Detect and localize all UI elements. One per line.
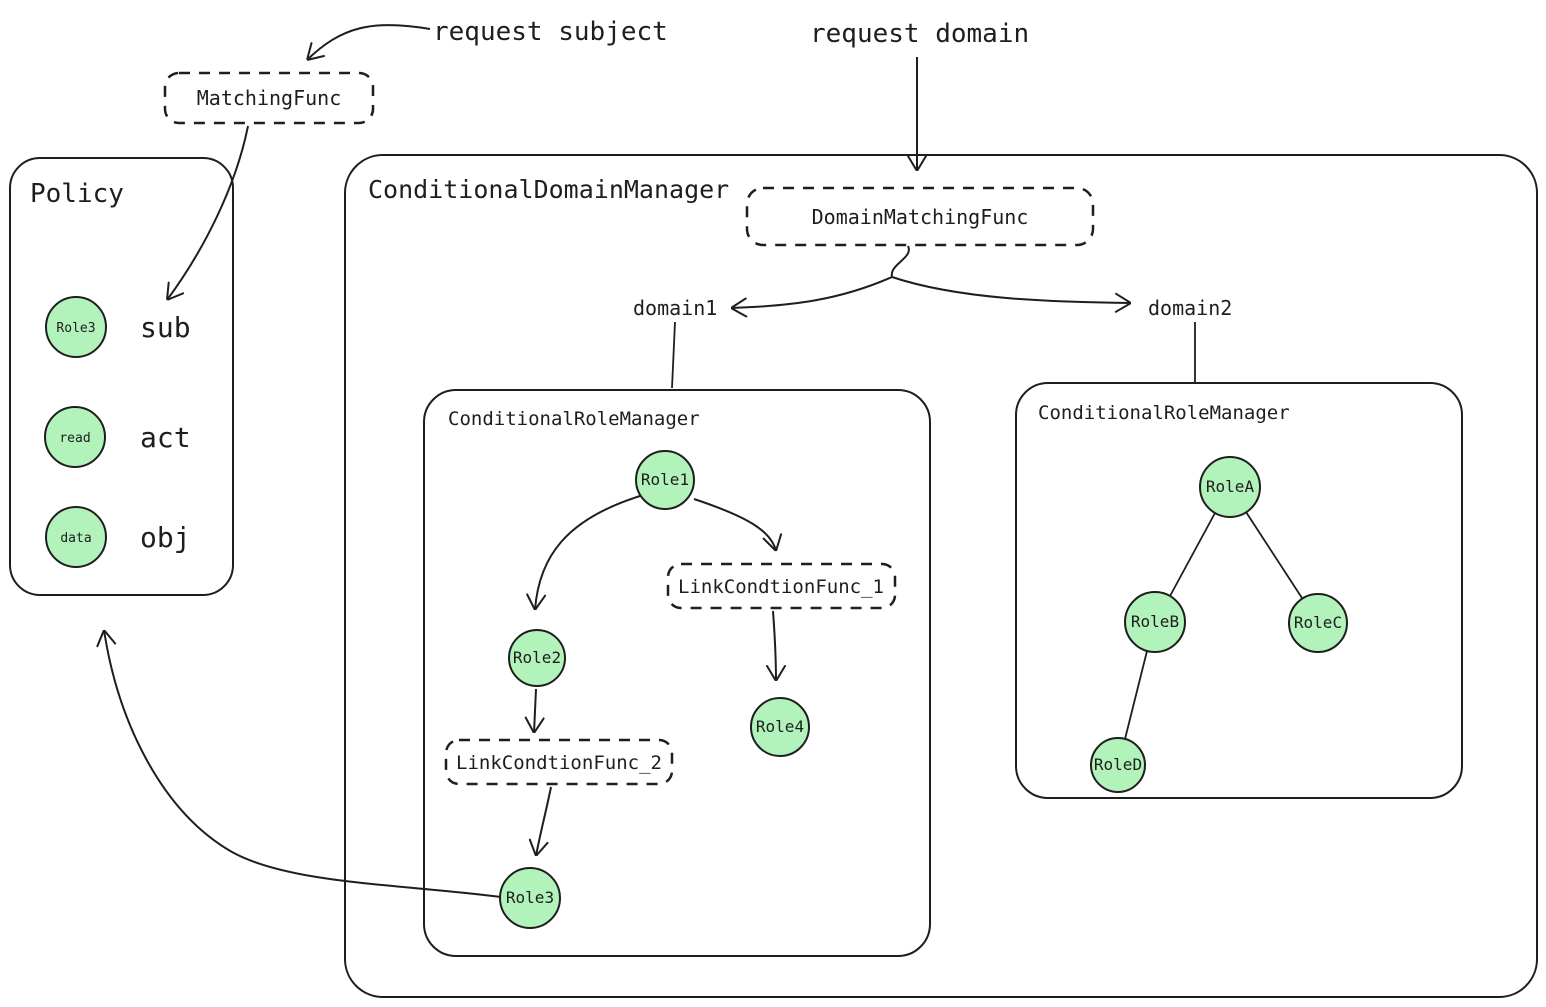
matching-func-label: MatchingFunc	[197, 86, 342, 110]
domain-matching-func-label: DomainMatchingFunc	[812, 205, 1029, 229]
policy-node-data	[45, 506, 107, 568]
edge-role1-to-linkcondtionfunc1	[693, 498, 776, 551]
arrow-matchingfunc-to-policy-sub	[167, 125, 249, 300]
link-condtion-func-2-label: LinkCondtionFunc_2	[456, 752, 662, 774]
conditional-domain-manager-title: ConditionalDomainManager	[368, 175, 729, 204]
line-domain1-to-rolemanager	[671, 321, 676, 389]
policy-attr-obj: obj	[140, 521, 191, 554]
edge-linkcondtionfunc2-to-role3	[536, 786, 552, 856]
node-role1	[635, 450, 695, 510]
policy-box	[9, 157, 234, 596]
link-condtion-func-1-box	[666, 562, 897, 610]
policy-attr-sub: sub	[140, 311, 191, 344]
edge-rolea-to-rolec	[1245, 511, 1303, 599]
policy-node-role3-label: Role3	[56, 321, 95, 336]
domain2-label: domain2	[1148, 296, 1232, 320]
edge-role2-to-linkcondtionfunc2	[534, 688, 536, 733]
node-role2	[508, 629, 566, 687]
edge-linkcondtionfunc1-to-role4	[773, 610, 776, 681]
node-rolec-label: RoleC	[1294, 613, 1342, 632]
domain1-label: domain1	[633, 296, 717, 320]
arrow-to-domain2	[891, 276, 1131, 303]
edge-roleb-to-roled	[1124, 650, 1148, 740]
edge-role1-to-role2	[535, 495, 641, 610]
policy-attr-act: act	[140, 421, 191, 454]
role-manager-domain2-title: ConditionalRoleManager	[1038, 402, 1290, 424]
node-rolea-label: RoleA	[1206, 477, 1255, 496]
edge-rolea-to-roleb	[1169, 512, 1216, 597]
policy-node-role3	[45, 296, 107, 358]
domain-split-stem	[890, 245, 910, 278]
node-rolea	[1199, 456, 1261, 518]
node-role4	[750, 697, 810, 757]
link-condtion-func-1-label: LinkCondtionFunc_1	[678, 576, 884, 598]
node-role1-label: Role1	[641, 470, 689, 489]
node-rolec	[1288, 593, 1348, 653]
request-subject-label: request subject	[433, 17, 668, 47]
conditional-domain-manager-box	[344, 154, 1538, 998]
node-roleb-label: RoleB	[1131, 612, 1179, 631]
node-role3-label: Role3	[506, 888, 554, 907]
arrow-request-subject-to-matchingfunc	[307, 23, 431, 60]
node-role3	[499, 867, 561, 929]
domain-matching-func-box	[745, 186, 1095, 247]
node-role2-label: Role2	[513, 648, 561, 667]
matching-func-box	[163, 71, 375, 125]
node-roled	[1090, 737, 1146, 793]
node-roled-label: RoleD	[1094, 755, 1142, 774]
link-condtion-func-2-box	[444, 738, 674, 786]
role-manager-domain2-box	[1015, 382, 1463, 799]
node-role4-label: Role4	[756, 717, 804, 736]
request-domain-label: request domain	[810, 19, 1029, 49]
policy-node-data-label: data	[60, 531, 91, 546]
policy-node-read	[44, 406, 106, 468]
role-manager-domain1-box	[423, 389, 931, 957]
arrow-to-domain1	[731, 276, 893, 308]
arrow-role3-to-policy	[104, 630, 502, 898]
node-roleb	[1124, 591, 1186, 653]
policy-node-read-label: read	[59, 431, 90, 446]
role-manager-domain1-title: ConditionalRoleManager	[448, 408, 700, 430]
policy-title: Policy	[30, 179, 124, 209]
